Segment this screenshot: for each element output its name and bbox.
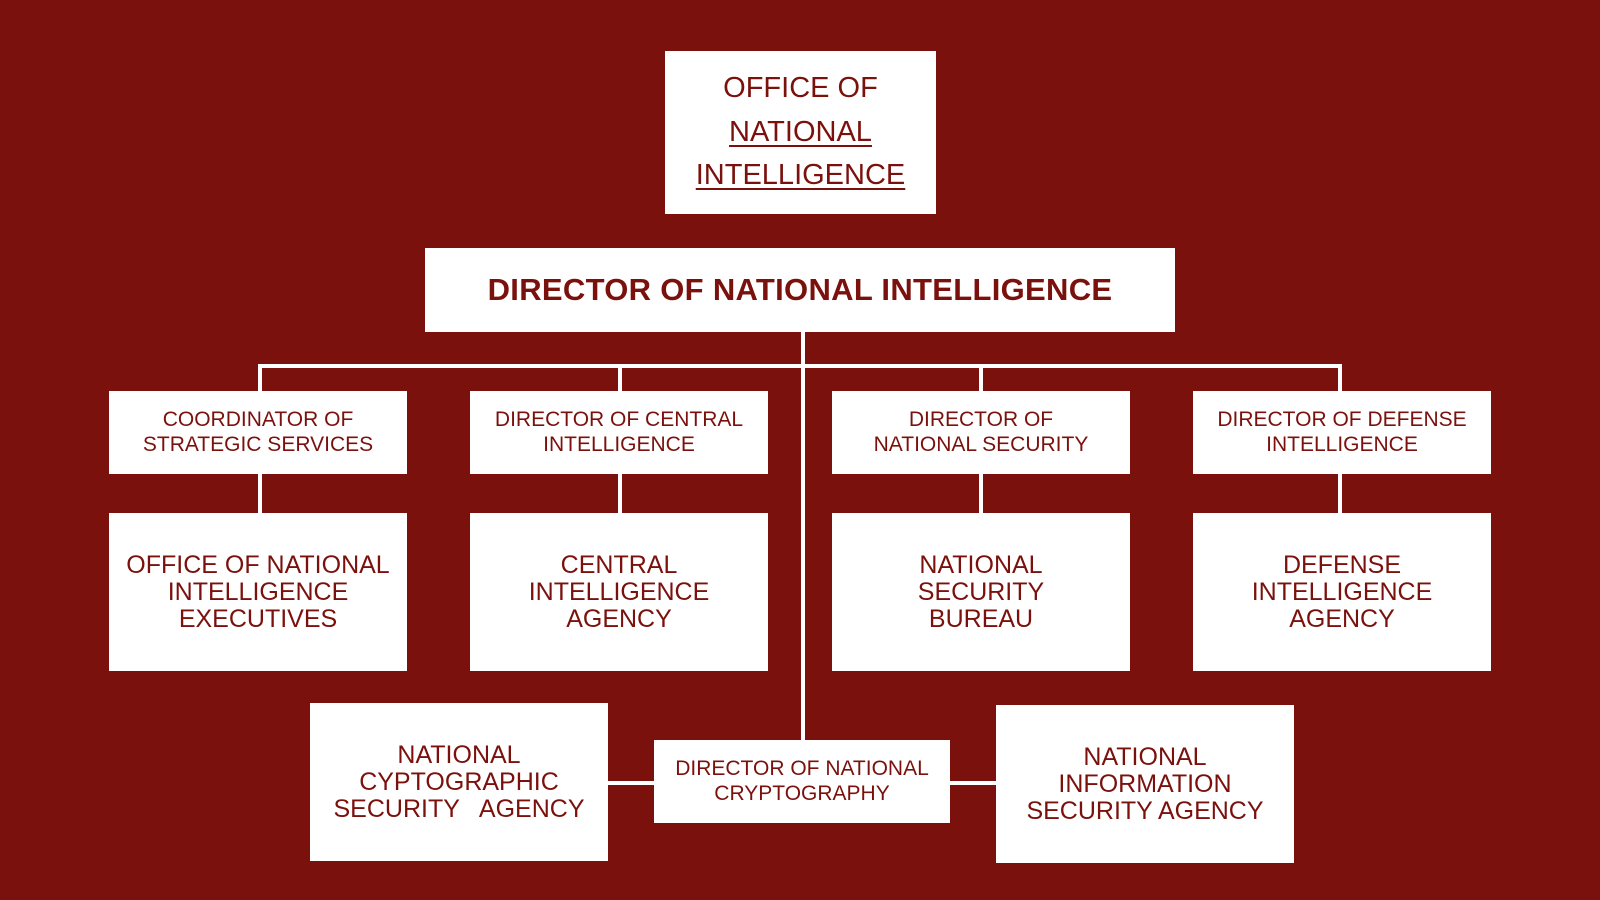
coordinator-4-line-1: DIRECTOR OF DEFENSE xyxy=(1217,408,1467,432)
agency-2-line-2: INTELLIGENCE xyxy=(528,577,710,606)
agency-2-line-1: CENTRAL xyxy=(560,550,678,579)
agency-1-line-1: OFFICE OF NATIONAL xyxy=(126,550,390,579)
agency-4-line-2: INTELLIGENCE xyxy=(1251,577,1433,606)
office-of-national-intelligence: OFFICE OF NATIONAL INTELLIGENCE xyxy=(665,51,936,214)
coordinator-2-line-2: INTELLIGENCE xyxy=(543,432,695,456)
director-national-security: DIRECTOR OF NATIONAL SECURITY xyxy=(832,391,1130,474)
crypto-right-line-3: SECURITY AGENCY xyxy=(1026,796,1264,825)
national-cyptographic-security-agency: NATIONAL CYPTOGRAPHIC SECURITY AGENCY xyxy=(310,703,608,861)
director-central-intelligence: DIRECTOR OF CENTRAL INTELLIGENCE xyxy=(470,391,768,474)
coordinator-1-line-1: COORDINATOR OF xyxy=(162,408,354,432)
defense-intelligence-agency: DEFENSE INTELLIGENCE AGENCY xyxy=(1193,513,1491,671)
national-security-bureau: NATIONAL SECURITY BUREAU xyxy=(832,513,1130,671)
agency-4-line-1: DEFENSE xyxy=(1282,550,1402,579)
agency-3-line-1: NATIONAL xyxy=(919,550,1043,579)
office-line-1: OFFICE OF xyxy=(723,72,878,105)
director-label: DIRECTOR OF NATIONAL INTELLIGENCE xyxy=(487,271,1113,307)
office-line-3: INTELLIGENCE xyxy=(695,159,906,192)
agency-1-line-3: EXECUTIVES xyxy=(178,604,338,633)
office-line-2: NATIONAL xyxy=(729,115,872,148)
coordinator-2-line-1: DIRECTOR OF CENTRAL xyxy=(494,408,744,432)
agency-2-line-3: AGENCY xyxy=(566,604,672,633)
agency-4-line-3: AGENCY xyxy=(1289,604,1395,633)
crypto-director-line-1: DIRECTOR OF NATIONAL xyxy=(675,757,929,781)
coordinator-3-line-2: NATIONAL SECURITY xyxy=(873,432,1089,456)
crypto-left-line-2: CYPTOGRAPHIC xyxy=(359,767,559,796)
coordinator-3-line-1: DIRECTOR OF xyxy=(908,408,1054,432)
office-national-intelligence-executives: OFFICE OF NATIONAL INTELLIGENCE EXECUTIV… xyxy=(109,513,407,671)
crypto-director-line-2: CRYPTOGRAPHY xyxy=(714,781,890,805)
crypto-right-line-1: NATIONAL xyxy=(1083,742,1207,771)
coordinator-strategic-services: COORDINATOR OF STRATEGIC SERVICES xyxy=(109,391,407,474)
central-intelligence-agency: CENTRAL INTELLIGENCE AGENCY xyxy=(470,513,768,671)
director-national-cryptography: DIRECTOR OF NATIONAL CRYPTOGRAPHY xyxy=(654,740,950,823)
crypto-left-line-3: SECURITY AGENCY xyxy=(333,794,585,823)
agency-1-line-2: INTELLIGENCE xyxy=(167,577,349,606)
coordinator-1-line-2: STRATEGIC SERVICES xyxy=(142,432,374,456)
crypto-right-line-2: INFORMATION xyxy=(1058,769,1232,798)
director-defense-intelligence: DIRECTOR OF DEFENSE INTELLIGENCE xyxy=(1193,391,1491,474)
director-of-national-intelligence: DIRECTOR OF NATIONAL INTELLIGENCE xyxy=(425,248,1175,332)
agency-3-line-3: BUREAU xyxy=(928,604,1034,633)
crypto-left-line-1: NATIONAL xyxy=(397,740,521,769)
national-information-security-agency: NATIONAL INFORMATION SECURITY AGENCY xyxy=(996,705,1294,863)
agency-3-line-2: SECURITY xyxy=(917,577,1045,606)
coordinator-4-line-2: INTELLIGENCE xyxy=(1266,432,1418,456)
